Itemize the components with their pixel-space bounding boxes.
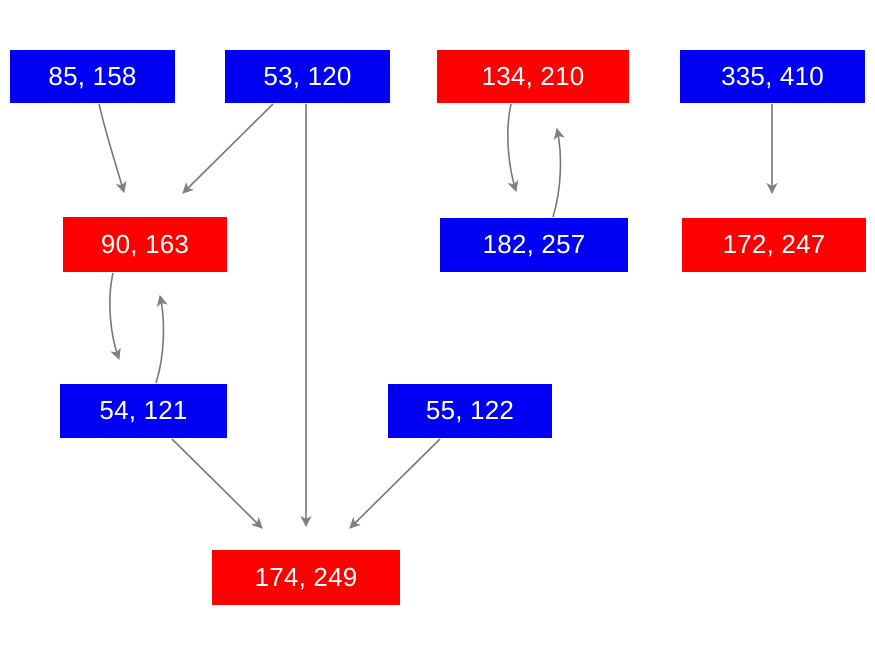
graph-node-label: 174, 249 bbox=[254, 561, 358, 592]
graph-node[interactable]: 90, 163 bbox=[63, 217, 227, 272]
graph-node[interactable]: 54, 121 bbox=[60, 384, 227, 438]
graph-node-label: 172, 247 bbox=[722, 229, 826, 259]
graph-node-label: 182, 257 bbox=[482, 229, 586, 259]
graph-edge bbox=[182, 103, 274, 194]
edge-path-group bbox=[98, 103, 778, 529]
graph-node[interactable]: 134, 210 bbox=[437, 50, 629, 103]
graph-node[interactable]: 53, 120 bbox=[225, 50, 390, 103]
graph-node[interactable]: 335, 410 bbox=[680, 50, 865, 103]
graph-edge bbox=[155, 294, 168, 384]
graph-node[interactable]: 85, 158 bbox=[10, 50, 175, 103]
graph-node-label: 85, 158 bbox=[48, 60, 137, 91]
graph-edge bbox=[349, 438, 441, 529]
graph-node-label: 335, 410 bbox=[721, 60, 824, 91]
graph-node-label: 54, 121 bbox=[99, 395, 188, 425]
graph-edge bbox=[109, 272, 121, 361]
graph-edge bbox=[171, 438, 263, 529]
graph-node-label: 134, 210 bbox=[481, 60, 585, 91]
graph-node-label: 90, 163 bbox=[100, 228, 190, 259]
graph-node[interactable]: 55, 122 bbox=[388, 384, 552, 438]
graph-edge bbox=[552, 127, 565, 218]
graph-edge bbox=[98, 103, 127, 194]
graph-node[interactable]: 172, 247 bbox=[682, 218, 866, 272]
graph-node-label: 55, 122 bbox=[425, 395, 515, 425]
graph-node[interactable]: 174, 249 bbox=[212, 550, 400, 605]
graph-node[interactable]: 182, 257 bbox=[440, 218, 628, 272]
graph-node-label: 53, 120 bbox=[263, 60, 352, 91]
graph-edge bbox=[507, 103, 519, 193]
